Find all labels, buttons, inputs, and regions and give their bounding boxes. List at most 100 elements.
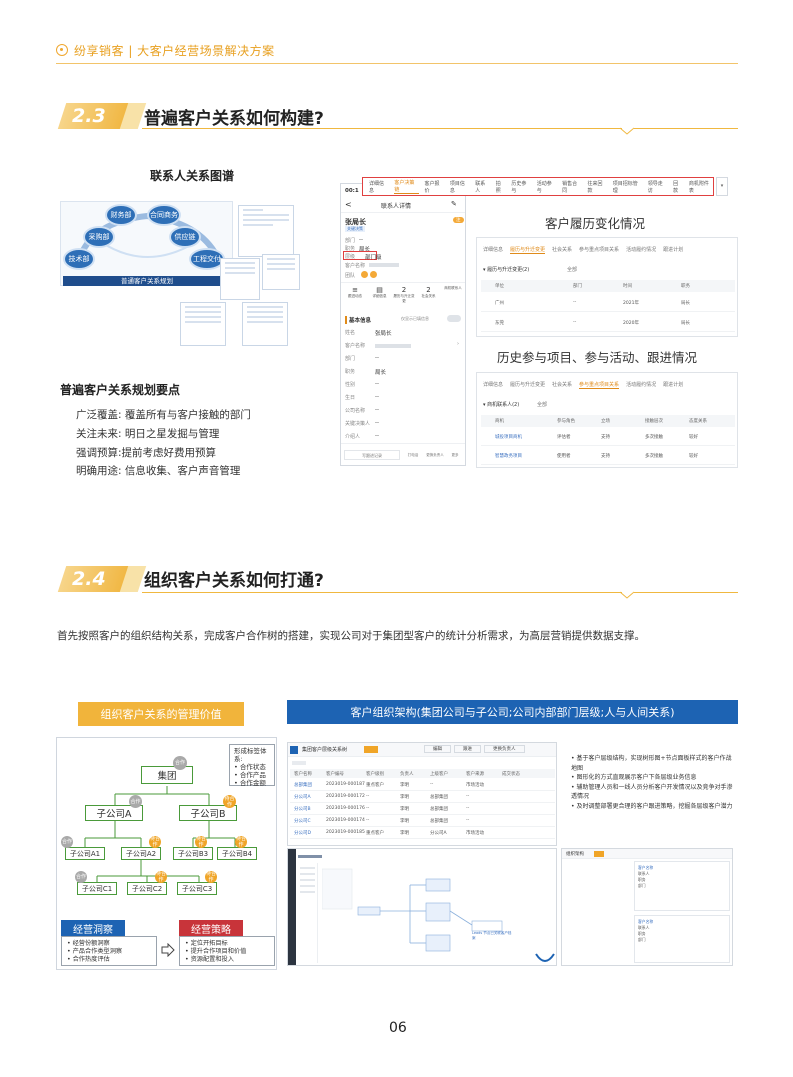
back-icon[interactable]: < [345, 200, 352, 209]
call-button[interactable]: 打电话 [407, 452, 419, 457]
contact-detail-phone: 00:1 < 联系人详情 ✎ 张局长 关键决策 注 部门 -- 职务 局长 层级… [340, 183, 466, 466]
phone-title: 联系人详情 [381, 203, 412, 210]
action-history[interactable]: 2 履历与升迁变更 [393, 286, 415, 303]
panel-tab[interactable]: 跟进计划 [663, 247, 684, 253]
org-node[interactable]: 子公司C1 [77, 882, 117, 895]
tab-item[interactable]: 拍照 [495, 180, 501, 194]
org-node[interactable]: 子公司B [179, 805, 237, 821]
field-label: 层级 [345, 254, 356, 260]
org-node[interactable]: 子公司B4 [217, 847, 257, 860]
tab-item[interactable]: 销售合同 [562, 180, 578, 194]
field-label: 职务 [345, 246, 356, 252]
tab-item[interactable]: 客户报价 [424, 180, 440, 194]
tab-item[interactable]: 项目招标管理 [612, 180, 638, 194]
tab-item[interactable]: 详细信息 [369, 180, 385, 194]
panel-tab[interactable]: 履历与升迁变更 [510, 382, 546, 388]
org-node[interactable]: 子公司A1 [65, 847, 105, 860]
panel-tab[interactable]: 社会关系 [552, 247, 573, 253]
filter-select[interactable]: 全部 [567, 267, 578, 273]
header-divider [56, 63, 738, 64]
detail-card: 客户名称 联系人 职务 部门 [634, 861, 730, 911]
org-structure-header: 客户组织架构(集团公司与子公司;公司内部部门层级;人与人间关系) [287, 700, 738, 724]
field-label: 客户名称 [345, 263, 366, 269]
write-followup-button[interactable]: 写跟进记录 [344, 450, 400, 460]
panel-tab[interactable]: 参与重点项目关系 [579, 247, 620, 253]
panel-tab-active[interactable]: 履历与升迁变更 [510, 247, 546, 254]
tab-item[interactable]: 往来回款 [587, 180, 603, 194]
section-rule [142, 128, 622, 129]
point-item: 明确用途: 信息收集、客户声音管理 [76, 465, 241, 477]
table-row[interactable]: 东莞 -- 2020年 局长 [481, 314, 735, 332]
point-item: 关注未来: 明日之星发掘与管理 [76, 428, 220, 440]
field-value: 局长 [359, 247, 371, 253]
field-label: 部门 [345, 238, 356, 244]
coop-tag: 合作 [173, 756, 187, 770]
participation-title: 历史参与项目、参与活动、跟进情况 [497, 347, 698, 366]
change-owner-button[interactable]: 更换负责人 [484, 745, 525, 753]
change-owner-button[interactable]: 更换负责人 [426, 452, 444, 457]
panel-tab[interactable]: 详细信息 [483, 247, 504, 253]
panel-tab-active[interactable]: 参与重点项目关系 [579, 382, 620, 389]
panel-tab[interactable]: 社会关系 [552, 382, 573, 388]
action-opportunity[interactable]: 商机联系人 [444, 286, 462, 290]
table-header: 单位 部门 时间 职务 [481, 280, 735, 292]
tab-dropdown-icon[interactable]: ▾ [716, 177, 728, 196]
org-node[interactable]: 子公司B3 [173, 847, 213, 860]
action-detail[interactable]: ▤ 详细信息 [372, 286, 387, 298]
highlight-box [343, 251, 377, 260]
basic-info-fields: 姓名张局长 客户名称› 部门-- 职务局长 性别-- 生日-- 公司名称-- 关… [345, 330, 459, 440]
point-item: 广泛覆盖: 覆盖所有与客户接触的部门 [76, 409, 251, 421]
phone-action-bar: ≡ 跟进动态 ▤ 详细信息 2 履历与升迁变更 2 社会关系 商机联系人 [343, 286, 465, 310]
org-node[interactable]: 子公司C3 [177, 882, 217, 895]
table-header: 客户名称 客户编号 客户级别 负责人 上级客户 客户来源 成交状态 [290, 769, 555, 778]
section-badge-2-4: 2.4 [57, 566, 147, 592]
action-social[interactable]: 2 社会关系 [421, 286, 436, 298]
edit-button[interactable]: 编辑 [424, 745, 451, 753]
action-follow[interactable]: ≡ 跟进动态 [348, 286, 362, 298]
tab-item[interactable]: 活动参与 [536, 180, 552, 194]
section-rule-notch [620, 126, 634, 135]
basic-info-title: 基本信息 [345, 316, 371, 324]
map-note: Leads 节点已关联客户档案 [472, 931, 512, 940]
section-number: 2.4 [72, 568, 106, 590]
node-tech: 技术部 [63, 248, 95, 270]
node-finance: 财务部 [105, 204, 137, 226]
tab-item[interactable]: 领导走访 [647, 180, 663, 194]
panel-tab[interactable]: 详细信息 [483, 382, 504, 388]
node-purchase: 采购部 [83, 226, 115, 248]
group-title: ▾ 履历与升迁变更(2) [483, 267, 530, 273]
hierarchy-screen: 集团客户层级关系树 编辑 跟进 更换负责人 客户名称 客户编号 客户级别 负责人… [287, 742, 557, 846]
filter-select[interactable]: 全部 [537, 402, 548, 408]
graph-card [262, 254, 300, 290]
tab-item[interactable]: 商机附件表 [688, 180, 709, 194]
panel-tab[interactable]: 活动履约情况 [626, 382, 657, 388]
more-button[interactable]: 更多 [451, 452, 459, 457]
org-node[interactable]: 子公司A [85, 805, 143, 821]
panel-tab[interactable]: 活动履约情况 [626, 247, 657, 253]
table-row[interactable]: 智慧政务项目 使用者 支持 多次接触 较好 [481, 448, 735, 465]
tab-item[interactable]: 历史参与 [511, 180, 527, 194]
tab-item-active[interactable]: 客户决策链 [394, 179, 419, 194]
tab-item[interactable]: 项目信息 [449, 180, 465, 194]
tab-item[interactable]: 回款 [673, 180, 679, 194]
follow-button[interactable]: 跟进 [454, 745, 481, 753]
edit-icon[interactable]: ✎ [451, 200, 457, 208]
tab-item[interactable]: 联系人 [475, 180, 486, 194]
org-node[interactable]: 子公司C2 [127, 882, 167, 895]
table-row[interactable]: 广州 -- 2021年 局长 [481, 294, 735, 312]
only-filled-toggle[interactable] [447, 315, 461, 322]
arrow-right-icon [161, 942, 175, 958]
table-row[interactable]: 城投项目商机 评估者 支持 多次接触 较好 [481, 429, 735, 446]
section-rule-notch [620, 590, 634, 599]
coop-tag: 合作 [129, 795, 142, 808]
org-map-screen: Leads 节点已关联客户档案 [287, 848, 557, 966]
header-title: 纷享销客 | 大客户经营场景解决方案 [74, 44, 275, 58]
org-node-root[interactable]: 集团 [141, 766, 193, 784]
org-node[interactable]: 子公司A2 [121, 847, 161, 860]
panel-tab[interactable]: 跟进计划 [663, 382, 684, 388]
